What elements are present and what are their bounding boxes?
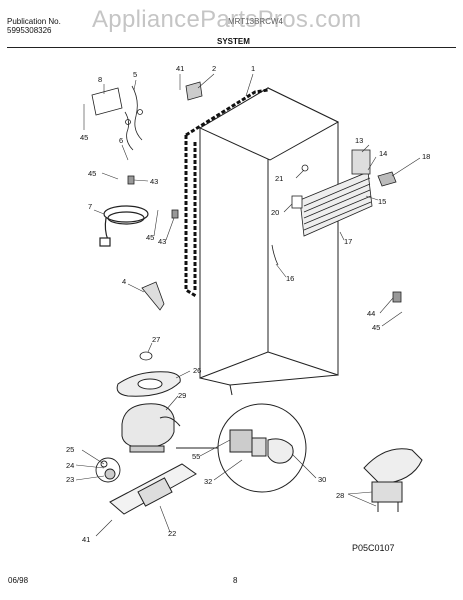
footer-date: 06/98 [8, 576, 29, 585]
publication-label: Publication No. [7, 17, 61, 26]
callout-6: 6 [119, 136, 123, 145]
callout-45-d: 45 [372, 323, 380, 332]
callout-13: 13 [355, 136, 363, 145]
door-gasket [184, 88, 269, 298]
figure-code: P05C0107 [352, 543, 395, 553]
callout-45: 45 [80, 133, 88, 142]
compressor-base [109, 463, 197, 515]
watermark: AppliancePartsPros.com [92, 6, 362, 33]
callout-41: 41 [176, 64, 184, 73]
header-rule [7, 47, 456, 48]
callout-20: 20 [271, 208, 279, 217]
model-number: MRT13BRCW4 [228, 17, 283, 26]
callout-27: 27 [152, 335, 160, 344]
callout-7: 7 [88, 202, 92, 211]
relay-detail [176, 403, 307, 493]
callout-23: 23 [66, 475, 74, 484]
callout-44: 44 [367, 309, 375, 318]
callout-labels: 1 2 5 6 7 8 13 14 15 16 17 18 20 21 22 2… [66, 64, 430, 544]
callout-43-b: 43 [158, 237, 166, 246]
callout-26: 26 [193, 366, 201, 375]
callout-45-b: 45 [88, 169, 96, 178]
callout-28: 28 [336, 491, 344, 500]
callout-1: 1 [251, 64, 255, 73]
callout-21: 21 [275, 174, 283, 183]
callout-17: 17 [344, 237, 352, 246]
grommet-set [95, 457, 121, 483]
callout-43: 43 [150, 177, 158, 186]
callout-41-b: 41 [82, 535, 90, 544]
condenser-coil [299, 149, 373, 237]
callout-29: 29 [178, 391, 186, 400]
callout-32: 32 [204, 477, 212, 486]
callout-55: 55 [192, 452, 200, 461]
wire-harness [124, 85, 143, 151]
callout-45-c: 45 [146, 233, 154, 242]
condenser-fan-assembly [363, 448, 423, 512]
callout-8: 8 [98, 75, 102, 84]
publication-number: 5995308326 [7, 26, 52, 35]
callout-2: 2 [212, 64, 216, 73]
callout-4: 4 [122, 277, 126, 286]
callout-14: 14 [379, 149, 387, 158]
cabinet [198, 87, 340, 396]
power-cord [99, 205, 149, 247]
callout-22: 22 [168, 529, 176, 538]
callout-16: 16 [286, 274, 294, 283]
callout-25: 25 [66, 445, 74, 454]
callout-18: 18 [422, 152, 430, 161]
leader-lines [75, 73, 421, 537]
callout-30: 30 [318, 475, 326, 484]
compressor [121, 403, 181, 453]
callout-15: 15 [378, 197, 386, 206]
parts-small [91, 81, 402, 361]
callout-5: 5 [133, 70, 137, 79]
footer-page-number: 8 [233, 576, 238, 585]
section-title: SYSTEM [217, 37, 250, 46]
callout-24: 24 [66, 461, 74, 470]
drain-pan [116, 371, 181, 397]
